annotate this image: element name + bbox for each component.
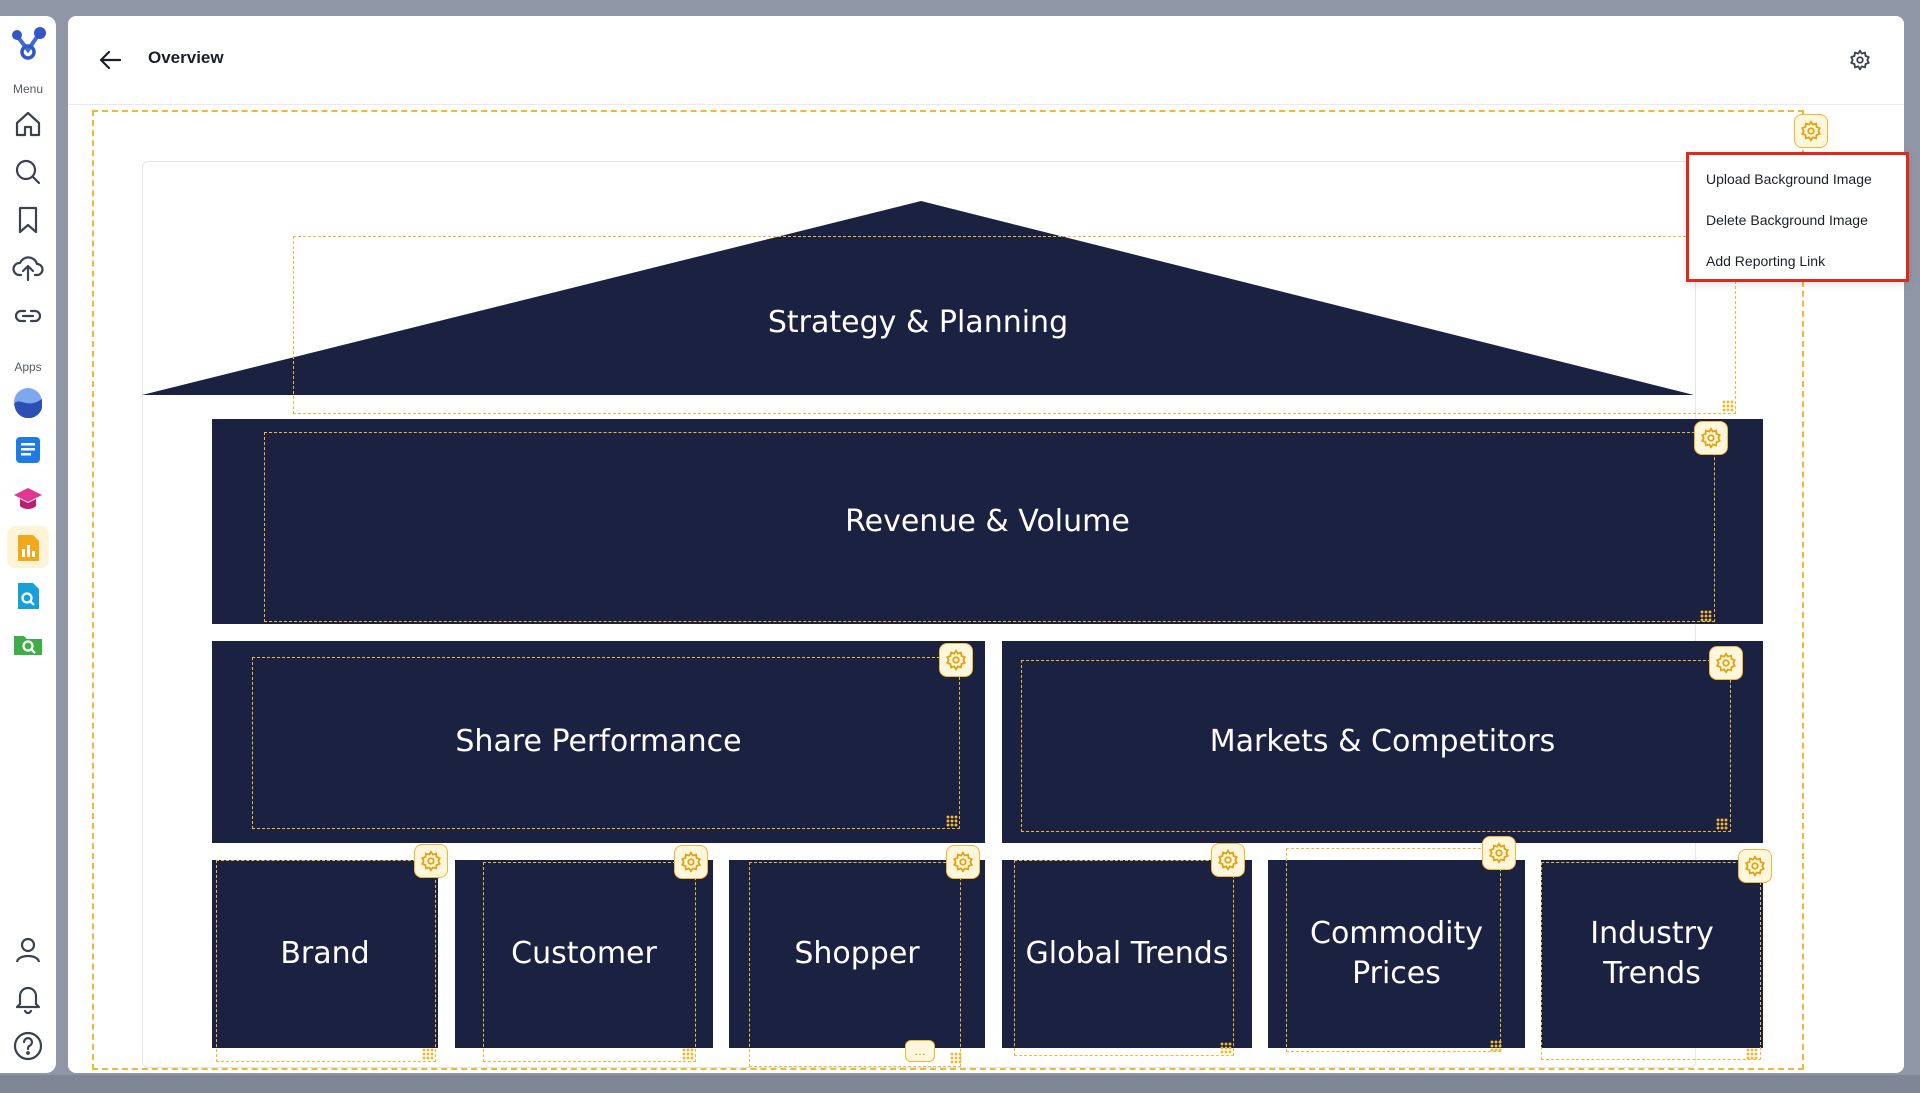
shopper-gear-button[interactable]	[946, 845, 980, 879]
gear-icon	[421, 850, 441, 872]
gear-icon	[953, 851, 973, 873]
canvas-settings-gear-button[interactable]	[1794, 114, 1828, 148]
document-app-icon[interactable]	[12, 434, 44, 466]
markets-competitors-resize-handle[interactable]	[1716, 818, 1728, 830]
upload-cloud-icon[interactable]	[12, 252, 44, 284]
share-performance-label: Share Performance	[455, 724, 742, 760]
search-icon[interactable]	[12, 156, 44, 188]
commodity-prices-gear-button[interactable]	[1482, 836, 1516, 870]
app-logo-icon[interactable]	[8, 24, 48, 64]
revenue-volume-block[interactable]: Revenue & Volume	[212, 419, 1763, 624]
markets-competitors-gear-button[interactable]	[1709, 646, 1743, 680]
global-trends-gear-button[interactable]	[1211, 843, 1245, 877]
commodity-prices-block[interactable]: Commodity Prices	[1268, 860, 1525, 1048]
bar-chart-app-icon[interactable]	[12, 532, 44, 564]
canvas-outline	[92, 110, 1804, 1070]
industry-trends-block[interactable]: Industry Trends	[1541, 860, 1763, 1048]
global-trends-resize-handle[interactable]	[1220, 1042, 1232, 1054]
page-title: Overview	[148, 48, 224, 67]
apps-section-label: Apps	[14, 360, 42, 374]
gear-icon	[1218, 849, 1238, 871]
settings-context-menu: Upload Background Image Delete Backgroun…	[1686, 152, 1909, 282]
gear-icon	[1701, 427, 1721, 449]
global-trends-block[interactable]: Global Trends	[1002, 860, 1252, 1048]
customer-resize-handle[interactable]	[682, 1048, 694, 1060]
gear-icon	[1489, 842, 1509, 864]
graduation-cap-app-icon[interactable]	[12, 482, 44, 514]
add-reporting-link-item[interactable]: Add Reporting Link	[1706, 253, 1826, 269]
gear-icon	[1716, 652, 1736, 674]
industry-trends-resize-handle[interactable]	[1746, 1048, 1758, 1060]
link-icon[interactable]	[12, 300, 44, 332]
customer-gear-button[interactable]	[674, 845, 708, 879]
roof-label: Strategy & Planning	[767, 305, 1069, 340]
revenue-volume-label: Revenue & Volume	[845, 503, 1130, 539]
back-arrow-icon[interactable]	[96, 46, 124, 74]
gear-icon	[1745, 855, 1765, 877]
markets-competitors-block[interactable]: Markets & Competitors	[1002, 641, 1763, 843]
revenue-volume-resize-handle[interactable]	[1700, 610, 1712, 622]
delete-background-image-item[interactable]: Delete Background Image	[1706, 212, 1868, 228]
revenue-volume-gear-button[interactable]	[1694, 421, 1728, 455]
brand-gear-button[interactable]	[414, 844, 448, 878]
brand-resize-handle[interactable]	[422, 1048, 434, 1060]
roof-resize-handle[interactable]	[1722, 400, 1734, 412]
settings-gear-icon[interactable]	[1849, 49, 1871, 71]
brand-label: Brand	[280, 936, 370, 972]
roof-block[interactable]	[142, 198, 1694, 398]
left-sidebar: Menu Apps	[0, 16, 56, 1073]
shopper-label: Shopper	[794, 936, 920, 972]
top-bar: Overview	[68, 16, 1904, 105]
upload-background-image-item[interactable]: Upload Background Image	[1706, 171, 1872, 187]
desktop-background	[0, 1075, 1920, 1093]
commodity-prices-label: Commodity Prices	[1310, 916, 1483, 991]
share-performance-gear-button[interactable]	[939, 643, 973, 677]
user-icon[interactable]	[12, 934, 44, 966]
gear-icon	[681, 851, 701, 873]
gear-icon	[1801, 120, 1821, 142]
bell-icon[interactable]	[12, 982, 44, 1014]
customer-label: Customer	[511, 936, 657, 972]
brand-block[interactable]: Brand	[212, 860, 438, 1048]
share-performance-resize-handle[interactable]	[946, 815, 958, 827]
share-performance-block[interactable]: Share Performance	[212, 641, 985, 843]
customer-block[interactable]: Customer	[455, 860, 713, 1048]
file-search-app-icon[interactable]	[12, 580, 44, 612]
industry-trends-label: Industry Trends	[1590, 916, 1714, 991]
shopper-resize-handle[interactable]	[950, 1052, 962, 1064]
help-icon[interactable]	[12, 1030, 44, 1062]
bookmark-icon[interactable]	[12, 204, 44, 236]
commodity-prices-resize-handle[interactable]	[1490, 1040, 1502, 1052]
gear-icon	[946, 649, 966, 671]
home-icon[interactable]	[12, 108, 44, 140]
shopper-block[interactable]: Shopper	[729, 860, 985, 1048]
canvas-bottom-handle[interactable]: …	[905, 1040, 935, 1062]
menu-section-label: Menu	[12, 82, 44, 96]
global-trends-label: Global Trends	[1025, 936, 1229, 972]
markets-competitors-label: Markets & Competitors	[1209, 724, 1556, 760]
industry-trends-gear-button[interactable]	[1738, 849, 1772, 883]
folder-search-app-icon[interactable]	[12, 628, 44, 660]
wave-app-icon[interactable]	[12, 386, 44, 418]
